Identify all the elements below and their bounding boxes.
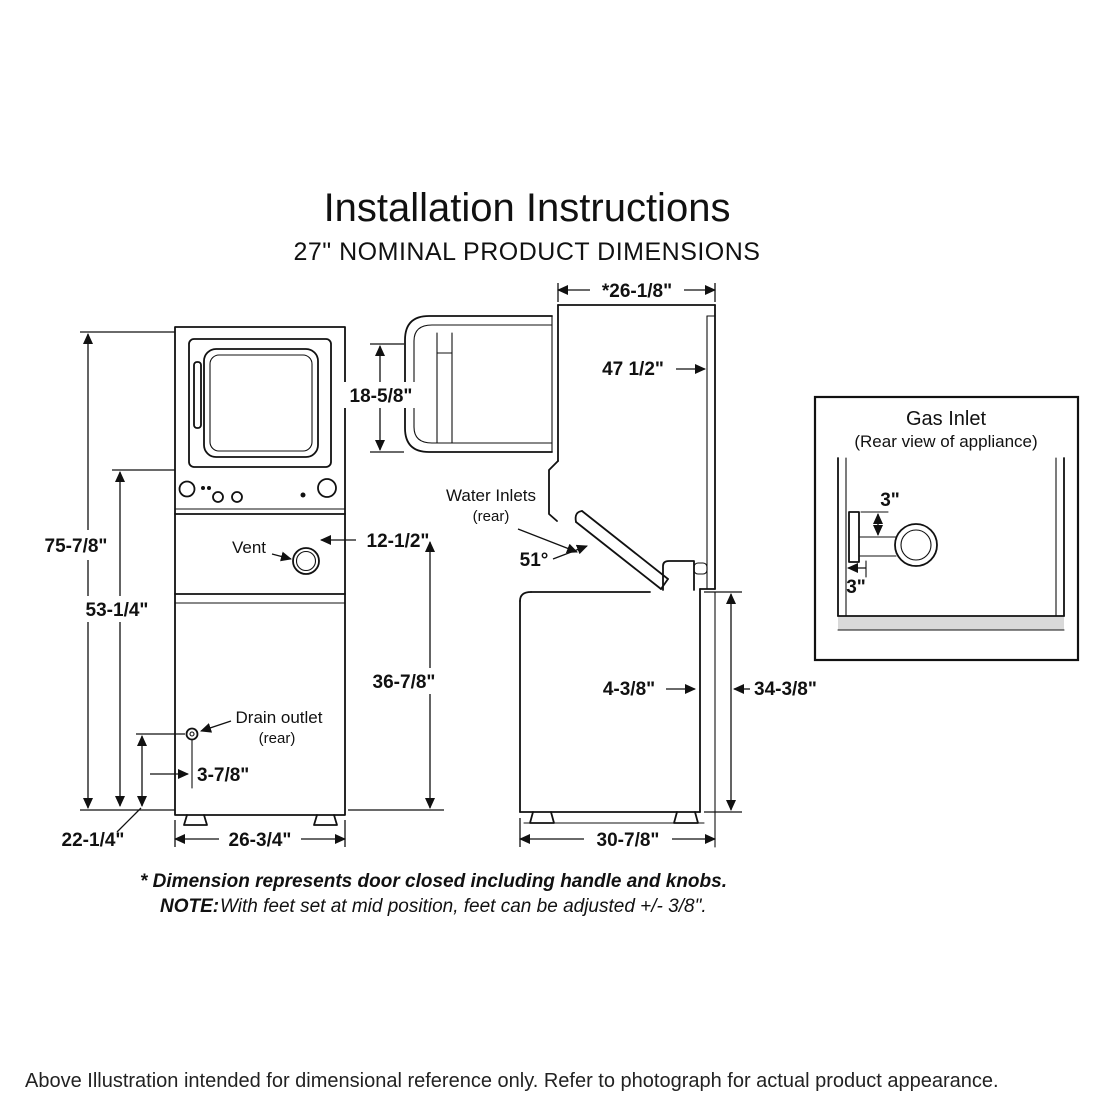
front-cabinet bbox=[174, 326, 346, 816]
dim-washer-height-side: 34-3/8" bbox=[754, 679, 817, 700]
dim-door-height: 18-5/8" bbox=[350, 386, 413, 407]
dim-drain-height: 22-1/4" bbox=[62, 830, 125, 851]
dim-lid-angle: 51° bbox=[520, 550, 549, 571]
dim-total-height: 75-7/8" bbox=[45, 536, 108, 557]
gas-dim-side: 3" bbox=[846, 577, 866, 598]
door-handle bbox=[193, 361, 202, 429]
gas-inlet-subtitle: (Rear view of appliance) bbox=[854, 432, 1037, 451]
vent-opening bbox=[292, 547, 320, 575]
dim-width: 26-3/4" bbox=[229, 830, 292, 851]
asterisk-note: * Dimension represents door closed inclu… bbox=[140, 871, 727, 892]
drain-outlet-sublabel: (rear) bbox=[259, 730, 296, 747]
vent-label: Vent bbox=[232, 538, 266, 557]
front-view-dimensions: 75-7/8" 53-1/4" Vent 12-1/2" 36-7/8" Dra… bbox=[38, 331, 448, 851]
gas-pipe-outlet bbox=[894, 523, 938, 567]
gas-inlet-title: Gas Inlet bbox=[906, 408, 986, 430]
dim-depth-bottom: 30-7/8" bbox=[597, 830, 660, 851]
note-label: NOTE: bbox=[160, 896, 219, 917]
dim-drain-side: 3-7/8" bbox=[197, 765, 249, 786]
indicator-dot bbox=[207, 486, 211, 490]
side-view-dimensions: 18-5/8" *26-1/8" 47 1/2" Water Inlets (r… bbox=[340, 277, 817, 851]
gas-pipe-bracket bbox=[848, 511, 860, 563]
vent-opening-inner bbox=[295, 550, 317, 572]
inlet-hose bbox=[693, 562, 708, 575]
open-door-inner bbox=[413, 324, 553, 444]
water-inlets-label: Water Inlets bbox=[446, 486, 536, 505]
control-knob bbox=[317, 478, 337, 498]
dryer-door bbox=[188, 338, 332, 468]
dim-mid-height: 53-1/4" bbox=[86, 600, 149, 621]
gas-inlet-border bbox=[813, 395, 1080, 662]
page-title: Installation Instructions bbox=[324, 186, 731, 230]
open-door bbox=[404, 315, 553, 453]
side-view bbox=[404, 304, 716, 824]
inlet-housing bbox=[662, 560, 695, 591]
note-text: With feet set at mid position, feet can … bbox=[220, 896, 707, 917]
page-footer: Above Illustration intended for dimensio… bbox=[25, 1070, 999, 1092]
foot bbox=[313, 814, 338, 826]
drain-outlet-mark bbox=[185, 727, 199, 741]
water-inlets-sublabel: (rear) bbox=[473, 508, 510, 525]
control-knob bbox=[178, 480, 196, 498]
dim-inlet-offset: 4-3/8" bbox=[603, 679, 655, 700]
dim-washer-height-front: 36-7/8" bbox=[373, 672, 436, 693]
dryer-window-inner bbox=[209, 354, 313, 452]
drain-outlet-mark-inner bbox=[189, 731, 195, 737]
control-knob bbox=[212, 491, 224, 503]
foot bbox=[183, 814, 208, 826]
console-profile bbox=[548, 460, 559, 522]
front-view bbox=[174, 326, 346, 826]
footnotes: * Dimension represents door closed inclu… bbox=[140, 871, 727, 917]
gas-inlet-panel: Gas Inlet (Rear view of appliance) 3" 3" bbox=[813, 395, 1080, 662]
open-lid bbox=[575, 521, 662, 590]
gas-pipe-outlet-inner bbox=[900, 529, 932, 561]
drain-outlet-label: Drain outlet bbox=[236, 708, 323, 727]
gas-dim-top: 3" bbox=[880, 490, 900, 511]
indicator-dot bbox=[300, 492, 306, 498]
indicator-dot bbox=[201, 486, 205, 490]
gas-panel-base bbox=[838, 616, 1064, 630]
dim-depth-top: *26-1/8" bbox=[602, 281, 672, 302]
foot bbox=[673, 811, 699, 824]
foot bbox=[529, 811, 555, 824]
dim-vent-offset: 12-1/2" bbox=[367, 531, 430, 552]
dryer-window bbox=[203, 348, 319, 458]
control-knob bbox=[231, 491, 243, 503]
dim-door-swing: 47 1/2" bbox=[602, 359, 664, 380]
page-subtitle: 27" NOMINAL PRODUCT DIMENSIONS bbox=[293, 238, 760, 266]
